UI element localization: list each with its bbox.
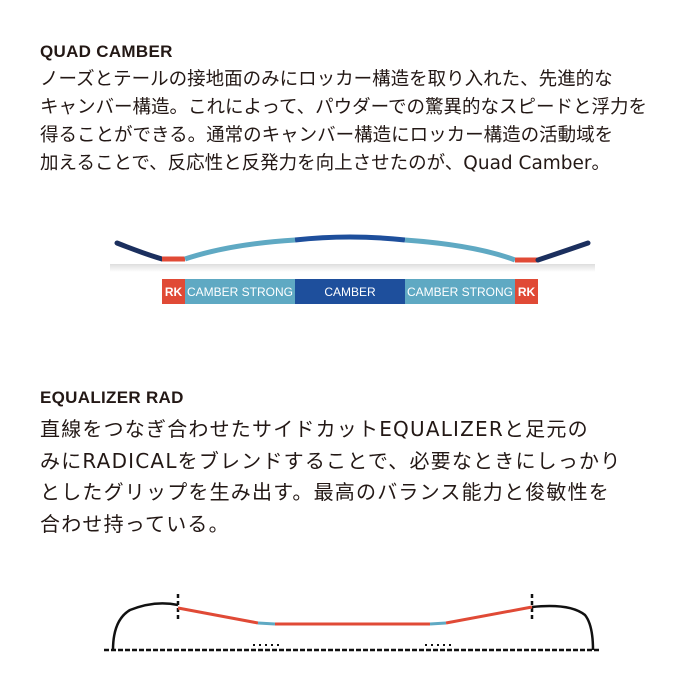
segment-label: CAMBER STRONG xyxy=(407,285,513,299)
segment-rk-left xyxy=(162,279,185,304)
text-line: 合わせ持っている。 xyxy=(40,511,230,536)
segment-label: RK xyxy=(518,285,536,299)
board-nose xyxy=(114,240,165,262)
text-line: 得ることができる。通常のキャンバー構造にロッカー構造の活動域を xyxy=(40,125,614,146)
segment-camber xyxy=(295,279,405,304)
text-line: 加えることで、反応性と反発力を向上させたのが、Quad Camber。 xyxy=(40,153,611,174)
segment-label: CAMBER STRONG xyxy=(187,285,293,299)
nose-curve xyxy=(111,602,179,651)
ground-shadow xyxy=(110,264,595,272)
quad-camber-description: ノーズとテールの接地面のみにロッカー構造を取り入れた、先進的な キャンバー構造。… xyxy=(40,66,680,178)
radical-left xyxy=(257,621,276,626)
board-tail xyxy=(535,240,591,263)
segment-label: RK xyxy=(165,285,183,299)
board-camber xyxy=(294,234,406,243)
text-line: ノーズとテールの接地面のみにロッカー構造を取り入れた、先進的な xyxy=(40,69,613,90)
quad-camber-title: QUAD CAMBER xyxy=(40,42,173,61)
segment-camber-strong-left xyxy=(185,279,295,304)
board-camber-strong-left xyxy=(184,237,296,262)
segment-label: CAMBER xyxy=(324,285,376,299)
radical-right xyxy=(429,621,447,626)
text-line: としたグリップを生み出す。最高のバランス能力と俊敏性を xyxy=(40,480,610,504)
text-line: みにRADICALをブレンドすることで、必要なときにしっかり xyxy=(40,448,622,473)
segment-rk-right xyxy=(515,279,538,304)
segment-camber-strong-right xyxy=(405,279,515,304)
tail-curve xyxy=(531,604,595,651)
sidecut-left xyxy=(177,606,259,625)
text-line: 直線をつなぎ合わせたサイドカットEQUALIZERと足元の xyxy=(40,417,589,441)
equalizer-rad-title: EQUALIZER RAD xyxy=(40,388,184,407)
board-camber-strong-right xyxy=(404,237,516,263)
sidecut-right xyxy=(445,605,533,625)
text-line: キャンバー構造。これによって、パウダーでの驚異的なスピードと浮力を xyxy=(40,97,647,118)
equalizer-rad-description: 直線をつなぎ合わせたサイドカットEQUALIZERと足元の みにRADICALを… xyxy=(40,414,680,540)
